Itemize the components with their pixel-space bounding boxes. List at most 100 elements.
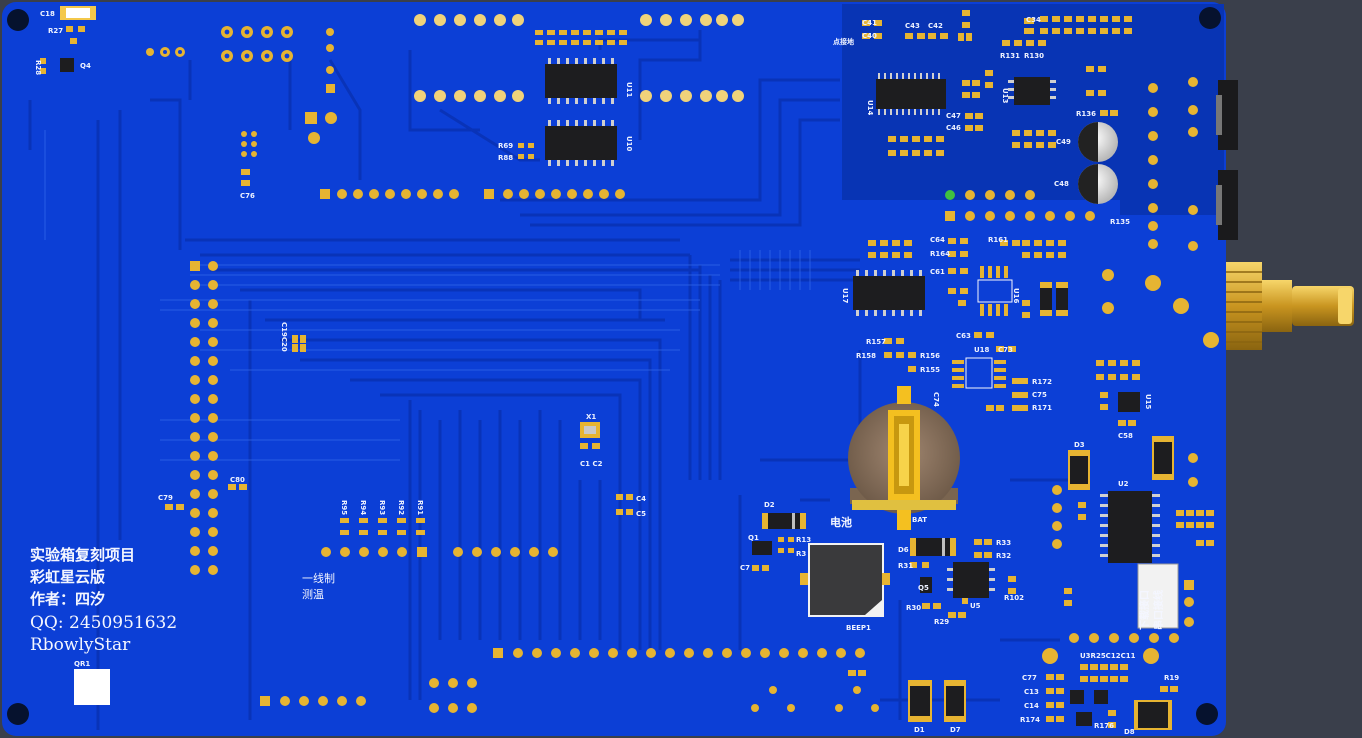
diode-right — [1152, 436, 1174, 480]
ic-u15 — [1118, 392, 1140, 412]
refdes-u3-group: U3R25C12C11 — [1080, 652, 1136, 660]
diode-d2 — [762, 513, 806, 529]
refdes-r94: R94 — [359, 500, 367, 515]
header-onewire — [321, 547, 558, 557]
refdes-d6: D6 — [898, 546, 909, 554]
header-bottom-left — [260, 678, 477, 713]
header-row-y195 — [320, 189, 625, 199]
smd-cluster-mid-right — [868, 238, 1140, 426]
capacitor-c49 — [1078, 122, 1118, 162]
refdes-c1c2: C1 C2 — [580, 460, 603, 468]
ic-u18 — [952, 357, 1006, 389]
refdes-c7: C7 — [740, 564, 750, 572]
refdes-c5: C5 — [636, 510, 646, 518]
refdes-d8: D8 — [1124, 728, 1135, 736]
refdes-c64: C64 — [930, 236, 945, 244]
refdes-r130: R130 — [1024, 52, 1044, 60]
refdes-c79: C79 — [158, 494, 173, 502]
sma-connector — [1226, 262, 1354, 350]
mounting-holes — [7, 7, 1221, 725]
ground-point-label: 点接地 — [833, 37, 854, 46]
refdes-r27: R27 — [48, 27, 63, 35]
qr-label: QR1 — [74, 660, 90, 668]
refdes-r155: R155 — [920, 366, 940, 374]
refdes-r33: R33 — [996, 539, 1011, 547]
qr-code — [74, 669, 110, 705]
refdes-r19: R19 — [1164, 674, 1179, 682]
refdes-r91: R91 — [416, 500, 424, 515]
refdes-c76: C76 — [240, 192, 255, 200]
header-bottom-right — [1042, 633, 1179, 664]
refdes-r32: R32 — [996, 552, 1011, 560]
refdes-q4: Q4 — [80, 62, 91, 70]
credit-line-author: 作者：四汐 — [30, 590, 105, 608]
beep-label: BEEP1 — [846, 624, 871, 632]
refdes-c41: C41 — [862, 19, 877, 27]
refdes-r3: R3 — [796, 550, 806, 558]
refdes-r157: R157 — [866, 338, 886, 346]
smd-left — [40, 6, 306, 510]
battery-label: 电池 — [830, 515, 852, 529]
download-label-line2: 串口接线 — [1152, 590, 1165, 630]
refdes-u10: U10 — [625, 136, 633, 152]
refdes-r171: R171 — [1032, 404, 1052, 412]
capacitor-c48 — [1078, 164, 1118, 204]
header-top-row — [414, 14, 744, 102]
refdes-c14: C14 — [1024, 702, 1039, 710]
credit-line-edition: 彩虹星云版 — [29, 568, 105, 586]
smd-right-strip — [1176, 510, 1214, 546]
refdes-c42: C42 — [928, 22, 943, 30]
refdes-r69: R69 — [498, 142, 513, 150]
refdes-u18: U18 — [974, 346, 990, 354]
refdes-c61: C61 — [930, 268, 945, 276]
refdes-d2: D2 — [764, 501, 775, 509]
refdes-c19c20: C19C20 — [280, 322, 288, 352]
refdes-u13: U13 — [1001, 88, 1009, 104]
refdes-r93: R93 — [378, 500, 386, 515]
refdes-c46: C46 — [946, 124, 961, 132]
credit-line-handle: RbowlyStar — [30, 635, 131, 655]
download-label-line1: 下载接口 — [1138, 590, 1151, 630]
refdes-r88: R88 — [498, 154, 513, 162]
refdes-r161: R161 — [988, 236, 1008, 244]
refdes-d7: D7 — [950, 726, 961, 734]
pads-right-column — [1102, 77, 1219, 487]
ic-u14 — [876, 73, 946, 115]
header-2x4 — [221, 26, 293, 62]
refdes-r131: R131 — [1000, 52, 1020, 60]
refdes-u16: U16 — [1012, 288, 1020, 304]
credit-line-project: 实验箱复刻项目 — [30, 546, 135, 564]
transistor-q1 — [752, 537, 794, 571]
refdes-r158: R158 — [856, 352, 876, 360]
refdes-u15: U15 — [1144, 394, 1152, 410]
refdes-u5: U5 — [970, 602, 981, 610]
header-left-top — [146, 47, 185, 57]
refdes-c74: C74 — [932, 392, 940, 407]
smd-cluster-top-right — [862, 10, 1132, 156]
refdes-c58: C58 — [1118, 432, 1133, 440]
battery-holder — [848, 386, 960, 530]
diodes-d1-d7 — [908, 680, 966, 722]
refdes-c63: C63 — [956, 332, 971, 340]
refdes-c47: C47 — [946, 112, 961, 120]
refdes-r176: R176 — [1094, 722, 1114, 730]
refdes-c13: C13 — [1024, 688, 1039, 696]
refdes-r164: R164 — [930, 250, 950, 258]
refdes-q1: Q1 — [748, 534, 759, 542]
copper-traces — [28, 30, 1090, 730]
c75-cap — [962, 598, 968, 604]
refdes-u11: U11 — [625, 82, 633, 98]
diode-d6 — [910, 538, 956, 556]
refdes-q5: Q5 — [918, 584, 929, 592]
refdes-c73: C73 — [998, 346, 1013, 354]
refdes-d3: D3 — [1074, 441, 1085, 449]
refdes-d1: D1 — [914, 726, 925, 734]
thin-traces — [44, 130, 811, 461]
pads-u2-left — [1052, 485, 1086, 549]
audio-jack-top — [1216, 80, 1238, 150]
diode-d8 — [1134, 700, 1172, 730]
copper-pour-region — [842, 4, 1224, 215]
refdes-c40: C40 — [862, 32, 877, 40]
refdes-r95: R95 — [340, 500, 348, 515]
crystal-x1 — [580, 422, 633, 515]
